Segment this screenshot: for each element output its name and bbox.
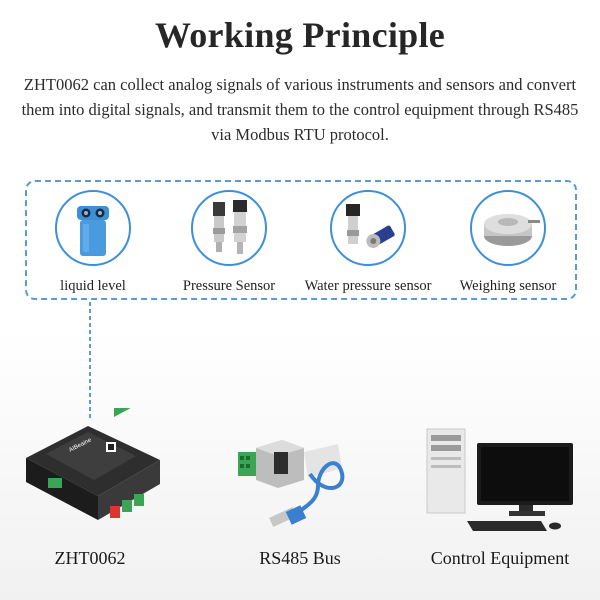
page-title: Working Principle <box>154 15 446 55</box>
description-text: ZHT0062 can collect analog signals of va… <box>21 75 579 144</box>
water-pressure-sensor-icon <box>330 190 406 266</box>
sensor-label: liquid level <box>60 278 126 294</box>
sensor-pressure: Pressure Sensor <box>164 190 294 295</box>
sensor-water-pressure: Water pressure sensor <box>303 190 433 295</box>
sensor-label: Weighing sensor <box>459 278 557 294</box>
rs485-usb-converter-icon <box>238 440 345 528</box>
zht0062-module-icon: AIBeaine <box>26 408 160 520</box>
liquid-level-sensor-icon <box>55 190 131 266</box>
desktop-computer-icon <box>426 428 573 531</box>
device-label-control: Control Equipment <box>430 548 570 568</box>
pressure-sensor-icon <box>191 190 267 266</box>
device-label-rs485: RS485 Bus <box>259 548 341 568</box>
weighing-sensor-icon <box>470 190 546 266</box>
sensor-weighing: Weighing sensor <box>443 190 573 295</box>
sensor-label: Pressure Sensor <box>182 278 276 294</box>
sensor-group-frame <box>25 180 577 300</box>
device-label-zht0062: ZHT0062 <box>54 548 126 568</box>
sensor-liquid-level: liquid level <box>28 190 158 295</box>
sensor-label: Water pressure sensor <box>304 278 432 294</box>
